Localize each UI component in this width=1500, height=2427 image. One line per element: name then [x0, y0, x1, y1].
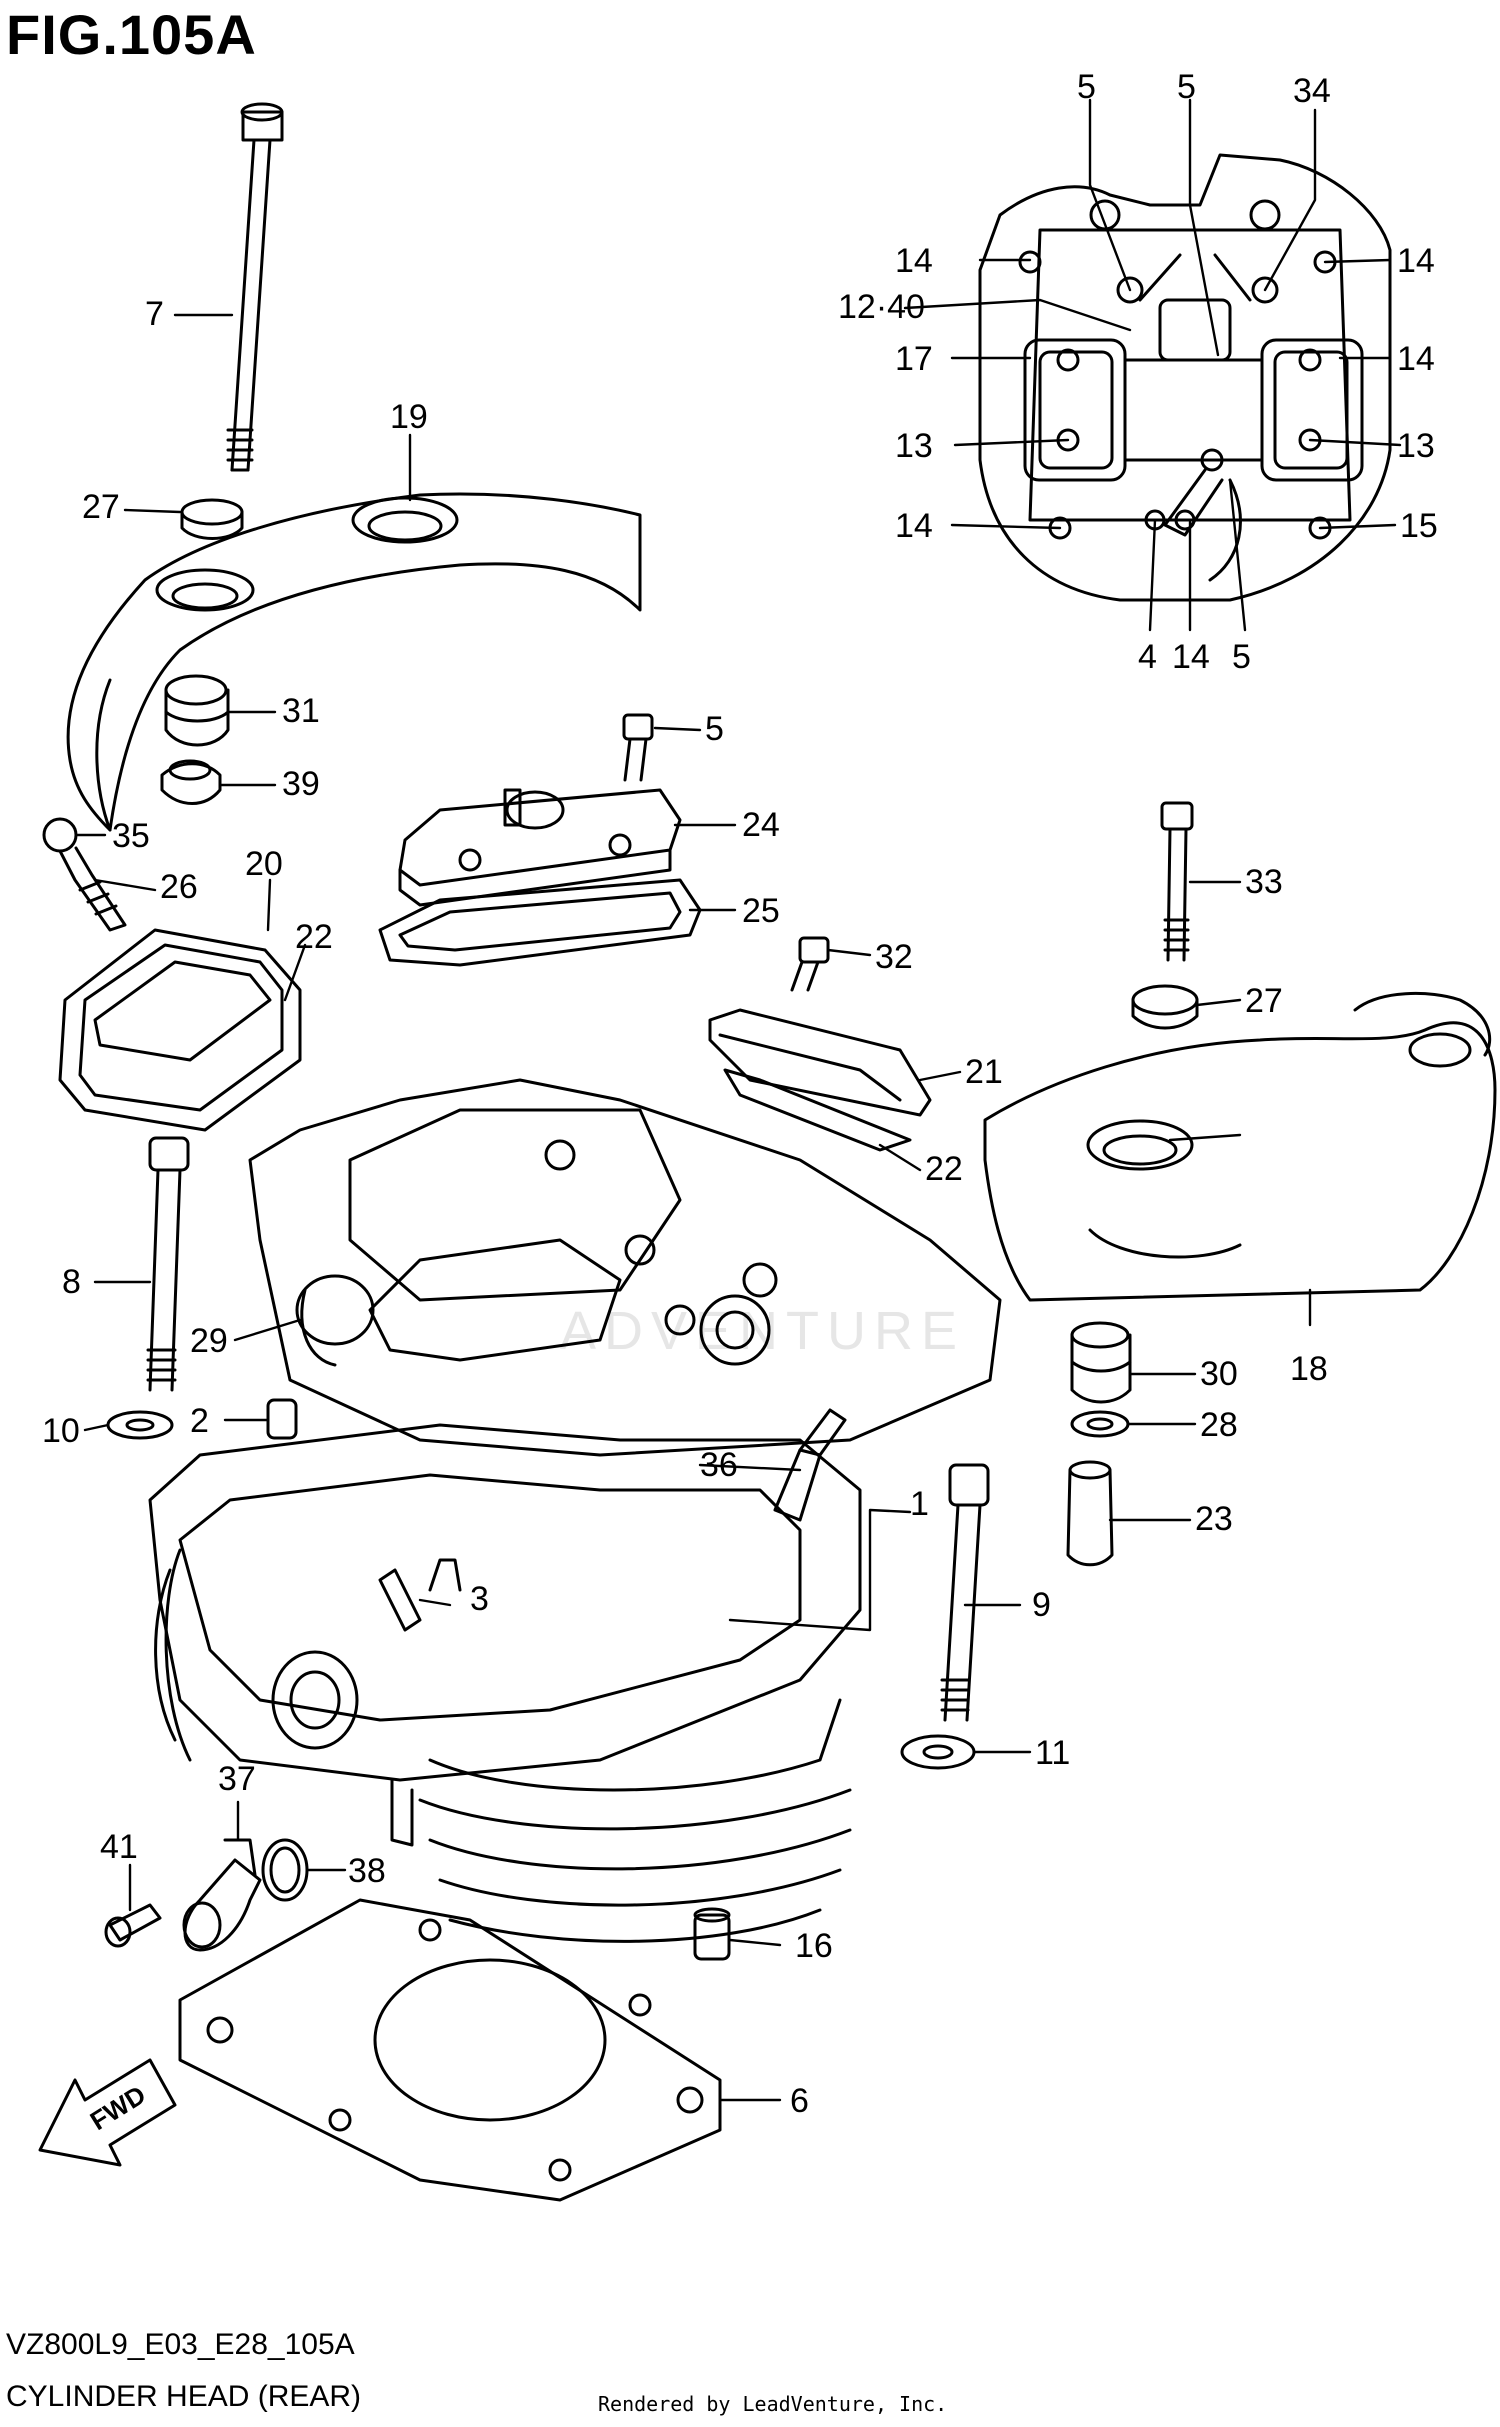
callout-19: 19 [390, 398, 428, 436]
o-ring-38 [261, 1838, 309, 1902]
cylinder-head [148, 1078, 1002, 1943]
callout-28: 28 [1200, 1406, 1238, 1444]
callout-5c: 5 [1232, 638, 1251, 676]
callout-21: 21 [965, 1053, 1003, 1091]
grommet-31 [164, 674, 230, 747]
grommet-27a [180, 498, 244, 540]
callout-8: 8 [62, 1263, 81, 1301]
bolt-9 [940, 1463, 990, 1722]
fitting-37 [182, 1838, 262, 1952]
bolt-7 [226, 102, 284, 472]
callout-34: 34 [1293, 72, 1331, 110]
callout-22a: 22 [295, 918, 333, 956]
callout-5a: 5 [1077, 68, 1096, 106]
head-top-view [978, 153, 1392, 602]
callout-23: 23 [1195, 1500, 1233, 1538]
dowel-16 [693, 1907, 731, 1961]
cover-plate-24 [398, 788, 682, 907]
callout-35: 35 [112, 817, 150, 855]
figure-code: VZ800L9_E03_E28_105A [6, 2328, 355, 2361]
cover-20 [58, 928, 302, 1132]
callout-13a: 13 [895, 427, 933, 465]
washer-10 [106, 1410, 174, 1440]
callout-33: 33 [1245, 863, 1283, 901]
washer-28 [1070, 1410, 1130, 1438]
callout-10: 10 [42, 1412, 80, 1450]
bolt-5d [622, 713, 654, 782]
callout-4: 4 [1138, 638, 1157, 676]
callout-37: 37 [218, 1760, 256, 1798]
leader-lines [74, 98, 1402, 2102]
callout-14e: 14 [1172, 638, 1210, 676]
fig-title: FIG.105A [6, 3, 257, 66]
stud-3 [378, 1568, 422, 1632]
bolt-41 [104, 1903, 162, 1948]
callout-2: 2 [190, 1402, 209, 1440]
callout-18: 18 [1290, 1350, 1328, 1388]
bolt-33 [1160, 801, 1194, 962]
callout-16: 16 [795, 1927, 833, 1965]
callout-11: 11 [1035, 1734, 1070, 1772]
callout-31: 31 [282, 692, 320, 730]
callout-15: 15 [1400, 507, 1438, 545]
callout-12-40: 12·40 [838, 288, 925, 326]
callout-25: 25 [742, 892, 780, 930]
bolt-32 [790, 936, 830, 992]
head-cover-left [66, 492, 642, 832]
bolt-8 [146, 1136, 190, 1392]
callout-41: 41 [100, 1828, 138, 1866]
callout-9: 9 [1032, 1586, 1051, 1624]
callout-3: 3 [470, 1580, 489, 1618]
grommet-27b [1131, 984, 1199, 1030]
callout-5b: 5 [1177, 68, 1196, 106]
callout-14b: 14 [1397, 242, 1435, 280]
callout-14a: 14 [895, 242, 933, 280]
callout-20: 20 [245, 845, 283, 883]
callout-27b: 27 [1245, 982, 1283, 1020]
callout-38: 38 [348, 1852, 386, 1890]
callout-13b: 13 [1397, 427, 1435, 465]
callout-14d: 14 [895, 507, 933, 545]
callout-29: 29 [190, 1322, 228, 1360]
spark-plug-36 [773, 1408, 847, 1522]
gasket-25 [378, 878, 702, 967]
plug-29 [295, 1274, 375, 1367]
callout-36: 36 [700, 1446, 738, 1484]
callout-1: 1 [910, 1485, 929, 1523]
dowel-2 [266, 1398, 298, 1440]
grommet-30 [1070, 1321, 1132, 1404]
callout-6: 6 [790, 2082, 809, 2120]
callout-14c: 14 [1397, 340, 1435, 378]
callout-26: 26 [160, 868, 198, 906]
callout-39: 39 [282, 765, 320, 803]
gasket-22b [723, 1068, 912, 1152]
callout-32: 32 [875, 938, 913, 976]
callout-30: 30 [1200, 1355, 1238, 1393]
cover-21 [708, 1008, 932, 1117]
dowel-23 [1066, 1460, 1114, 1567]
callout-27a: 27 [82, 488, 120, 526]
callout-17: 17 [895, 340, 933, 378]
callout-22b: 22 [925, 1150, 963, 1188]
head-cover-right [983, 992, 1497, 1302]
washer-11 [900, 1734, 976, 1770]
fwd-arrow-icon [38, 2058, 177, 2167]
callout-24: 24 [742, 806, 780, 844]
callout-7: 7 [145, 295, 164, 333]
render-credit: Rendered by LeadVenture, Inc. [598, 2392, 948, 2416]
head-gasket-6 [178, 1898, 722, 2202]
callout-labels: 5 5 34 14 14 12·40 17 14 13 13 14 15 4 1… [42, 68, 1438, 2136]
figure-caption: CYLINDER HEAD (REAR) [6, 2380, 362, 2413]
callout-5d: 5 [705, 710, 724, 748]
washer-39 [160, 759, 222, 805]
watermark: ADVENTURE [560, 1301, 966, 1361]
